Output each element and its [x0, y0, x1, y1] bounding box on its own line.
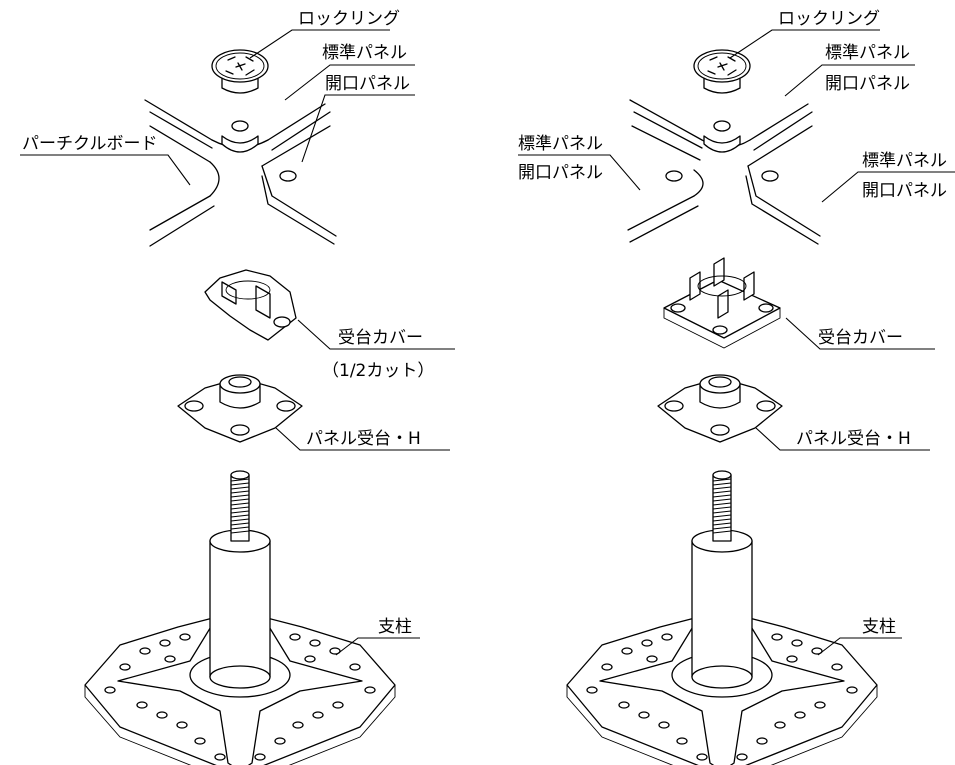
- left-panel-base: [177, 374, 303, 443]
- right-assembly: ロックリング 標準パネル 開口パネル 標準パネル 開口パネル 標準パネル 開口パ…: [518, 9, 955, 765]
- left-panel-base-label: パネル受台・H: [306, 429, 421, 449]
- left-pedestal: [84, 470, 396, 765]
- left-lock-ring-label: ロックリング: [298, 9, 400, 29]
- left-lock-ring: [211, 49, 269, 94]
- right-panel-base-label: パネル受台・H: [796, 429, 911, 449]
- right-panel-base: [657, 374, 783, 443]
- left-panel-layer: [144, 99, 337, 247]
- right-top-opening-label: 開口パネル: [825, 74, 910, 94]
- right-pedestal: [566, 470, 878, 765]
- right-lock-ring: [693, 49, 751, 94]
- left-opening-panel-label: 開口パネル: [325, 74, 410, 94]
- right-base-cover: [663, 257, 781, 349]
- right-panel-layer: [627, 99, 821, 245]
- right-lock-ring-label: ロックリング: [778, 9, 880, 29]
- left-standard-panel-label: 標準パネル: [322, 43, 407, 63]
- left-base-cover: [204, 269, 297, 341]
- left-assembly: ロックリング 標準パネル 開口パネル パーチクルボード 受台カバー （1/2カッ…: [20, 9, 455, 765]
- left-pedestal-label: 支柱: [378, 617, 412, 637]
- right-left-opening-label: 開口パネル: [518, 163, 603, 183]
- right-base-cover-label: 受台カバー: [818, 328, 903, 348]
- particle-board-label: パーチクルボード: [22, 134, 158, 154]
- left-base-cover-note: （1/2カット）: [322, 361, 434, 381]
- right-pedestal-label: 支柱: [862, 617, 896, 637]
- right-top-standard-label: 標準パネル: [825, 43, 910, 63]
- right-right-standard-label: 標準パネル: [862, 151, 947, 171]
- right-right-opening-label: 開口パネル: [862, 181, 947, 201]
- left-base-cover-label: 受台カバー: [338, 328, 423, 348]
- right-left-standard-label: 標準パネル: [518, 134, 603, 154]
